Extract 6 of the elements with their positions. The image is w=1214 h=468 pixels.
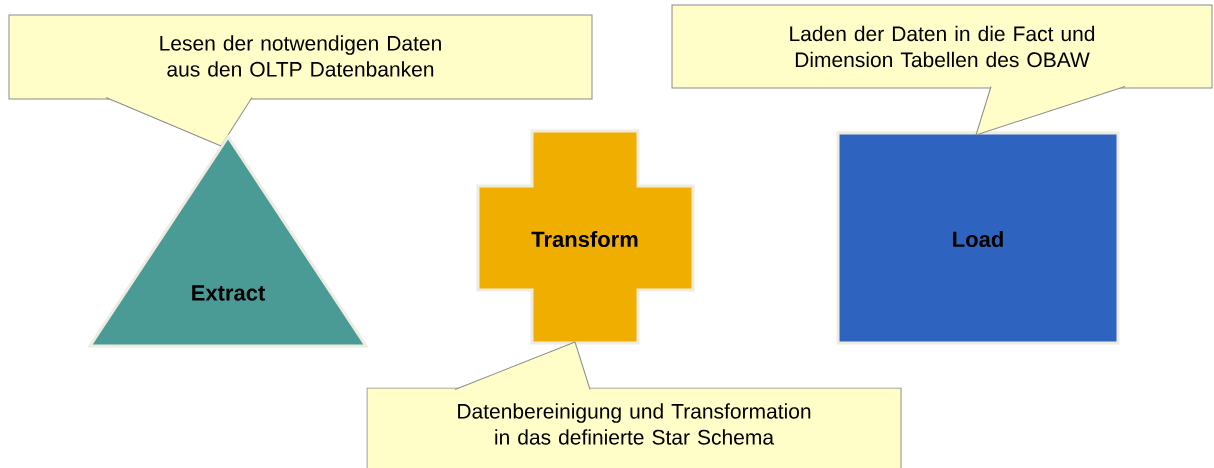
leader-line — [975, 86, 992, 136]
callout-box: Lesen der notwendigen Daten aus den OLTP Datenbanken — [8, 14, 593, 147]
callout-box: Datenbereinigung und Transformation in das definierte Star Schema — [366, 341, 902, 468]
callout-box: Laden der Daten in die Fact und Dimension Tabellen des OBAW — [671, 4, 1213, 136]
leader-line — [105, 97, 222, 147]
leader-line — [454, 341, 576, 390]
